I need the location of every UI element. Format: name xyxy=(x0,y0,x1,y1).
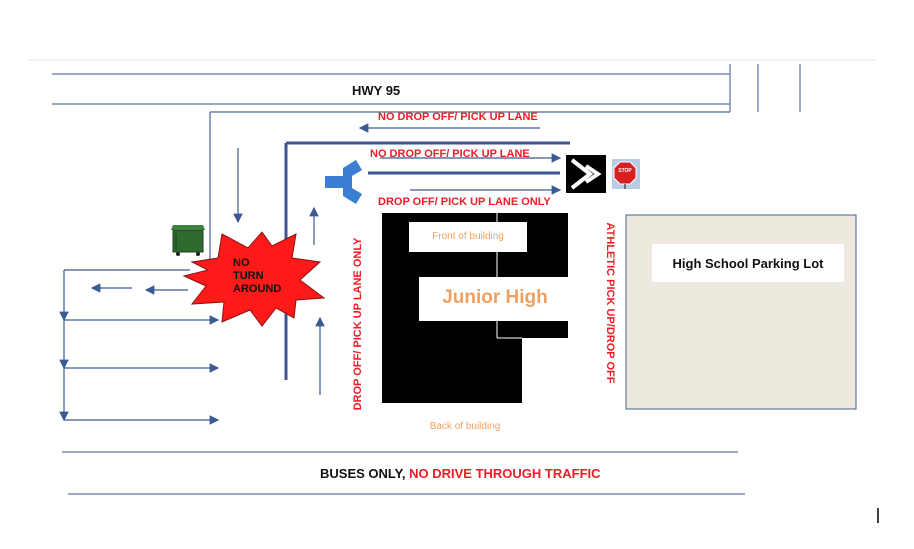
stop-sign-icon xyxy=(612,159,640,189)
parking-lot-label: High School Parking Lot xyxy=(672,256,824,271)
bottom-lane-label: DROP OFF/ PICK UP LANE ONLY xyxy=(378,196,551,208)
merge-sign-icon xyxy=(566,155,606,193)
dumpster-icon xyxy=(171,225,205,256)
stop-sign-text: STOP xyxy=(618,168,632,174)
top-lane-label: NO DROP OFF/ PICK UP LANE xyxy=(378,111,538,123)
buses-only-text: BUSES ONLY, xyxy=(320,466,406,481)
no-turn-line-2: TURN xyxy=(233,270,264,282)
no-turn-around-text: NO TURN AROUND xyxy=(233,257,281,296)
middle-lane-label: NO DROP OFF/ PICK UP LANE xyxy=(370,148,530,160)
no-drive-through-text: NO DRIVE THROUGH TRAFFIC xyxy=(409,466,601,481)
buses-label: BUSES ONLY, NO DRIVE THROUGH TRAFFIC xyxy=(320,466,601,481)
highway-label: HWY 95 xyxy=(352,83,401,98)
merge-arrow-icon xyxy=(325,160,362,204)
junior-high-label: Junior High xyxy=(442,287,548,308)
no-turn-around-burst xyxy=(182,231,326,327)
left-vertical-lane-label: DROP OFF/ PICK UP LANE ONLY xyxy=(352,237,364,411)
front-of-building-label: Front of building xyxy=(432,231,504,242)
bus-road xyxy=(62,451,745,495)
front-label-box xyxy=(409,222,527,252)
athletic-lane-label: ATHLETIC PICK UP/DROP OFF xyxy=(604,222,616,384)
entrance-road xyxy=(209,111,730,270)
traffic-arrows xyxy=(59,123,562,425)
no-turn-line-3: AROUND xyxy=(233,283,282,295)
back-of-building-label: Back of building xyxy=(429,421,501,432)
parking-label-box xyxy=(652,244,844,282)
highway-road xyxy=(52,64,801,112)
no-turn-line-1: NO xyxy=(233,257,250,269)
junior-high-label-box xyxy=(419,277,571,321)
